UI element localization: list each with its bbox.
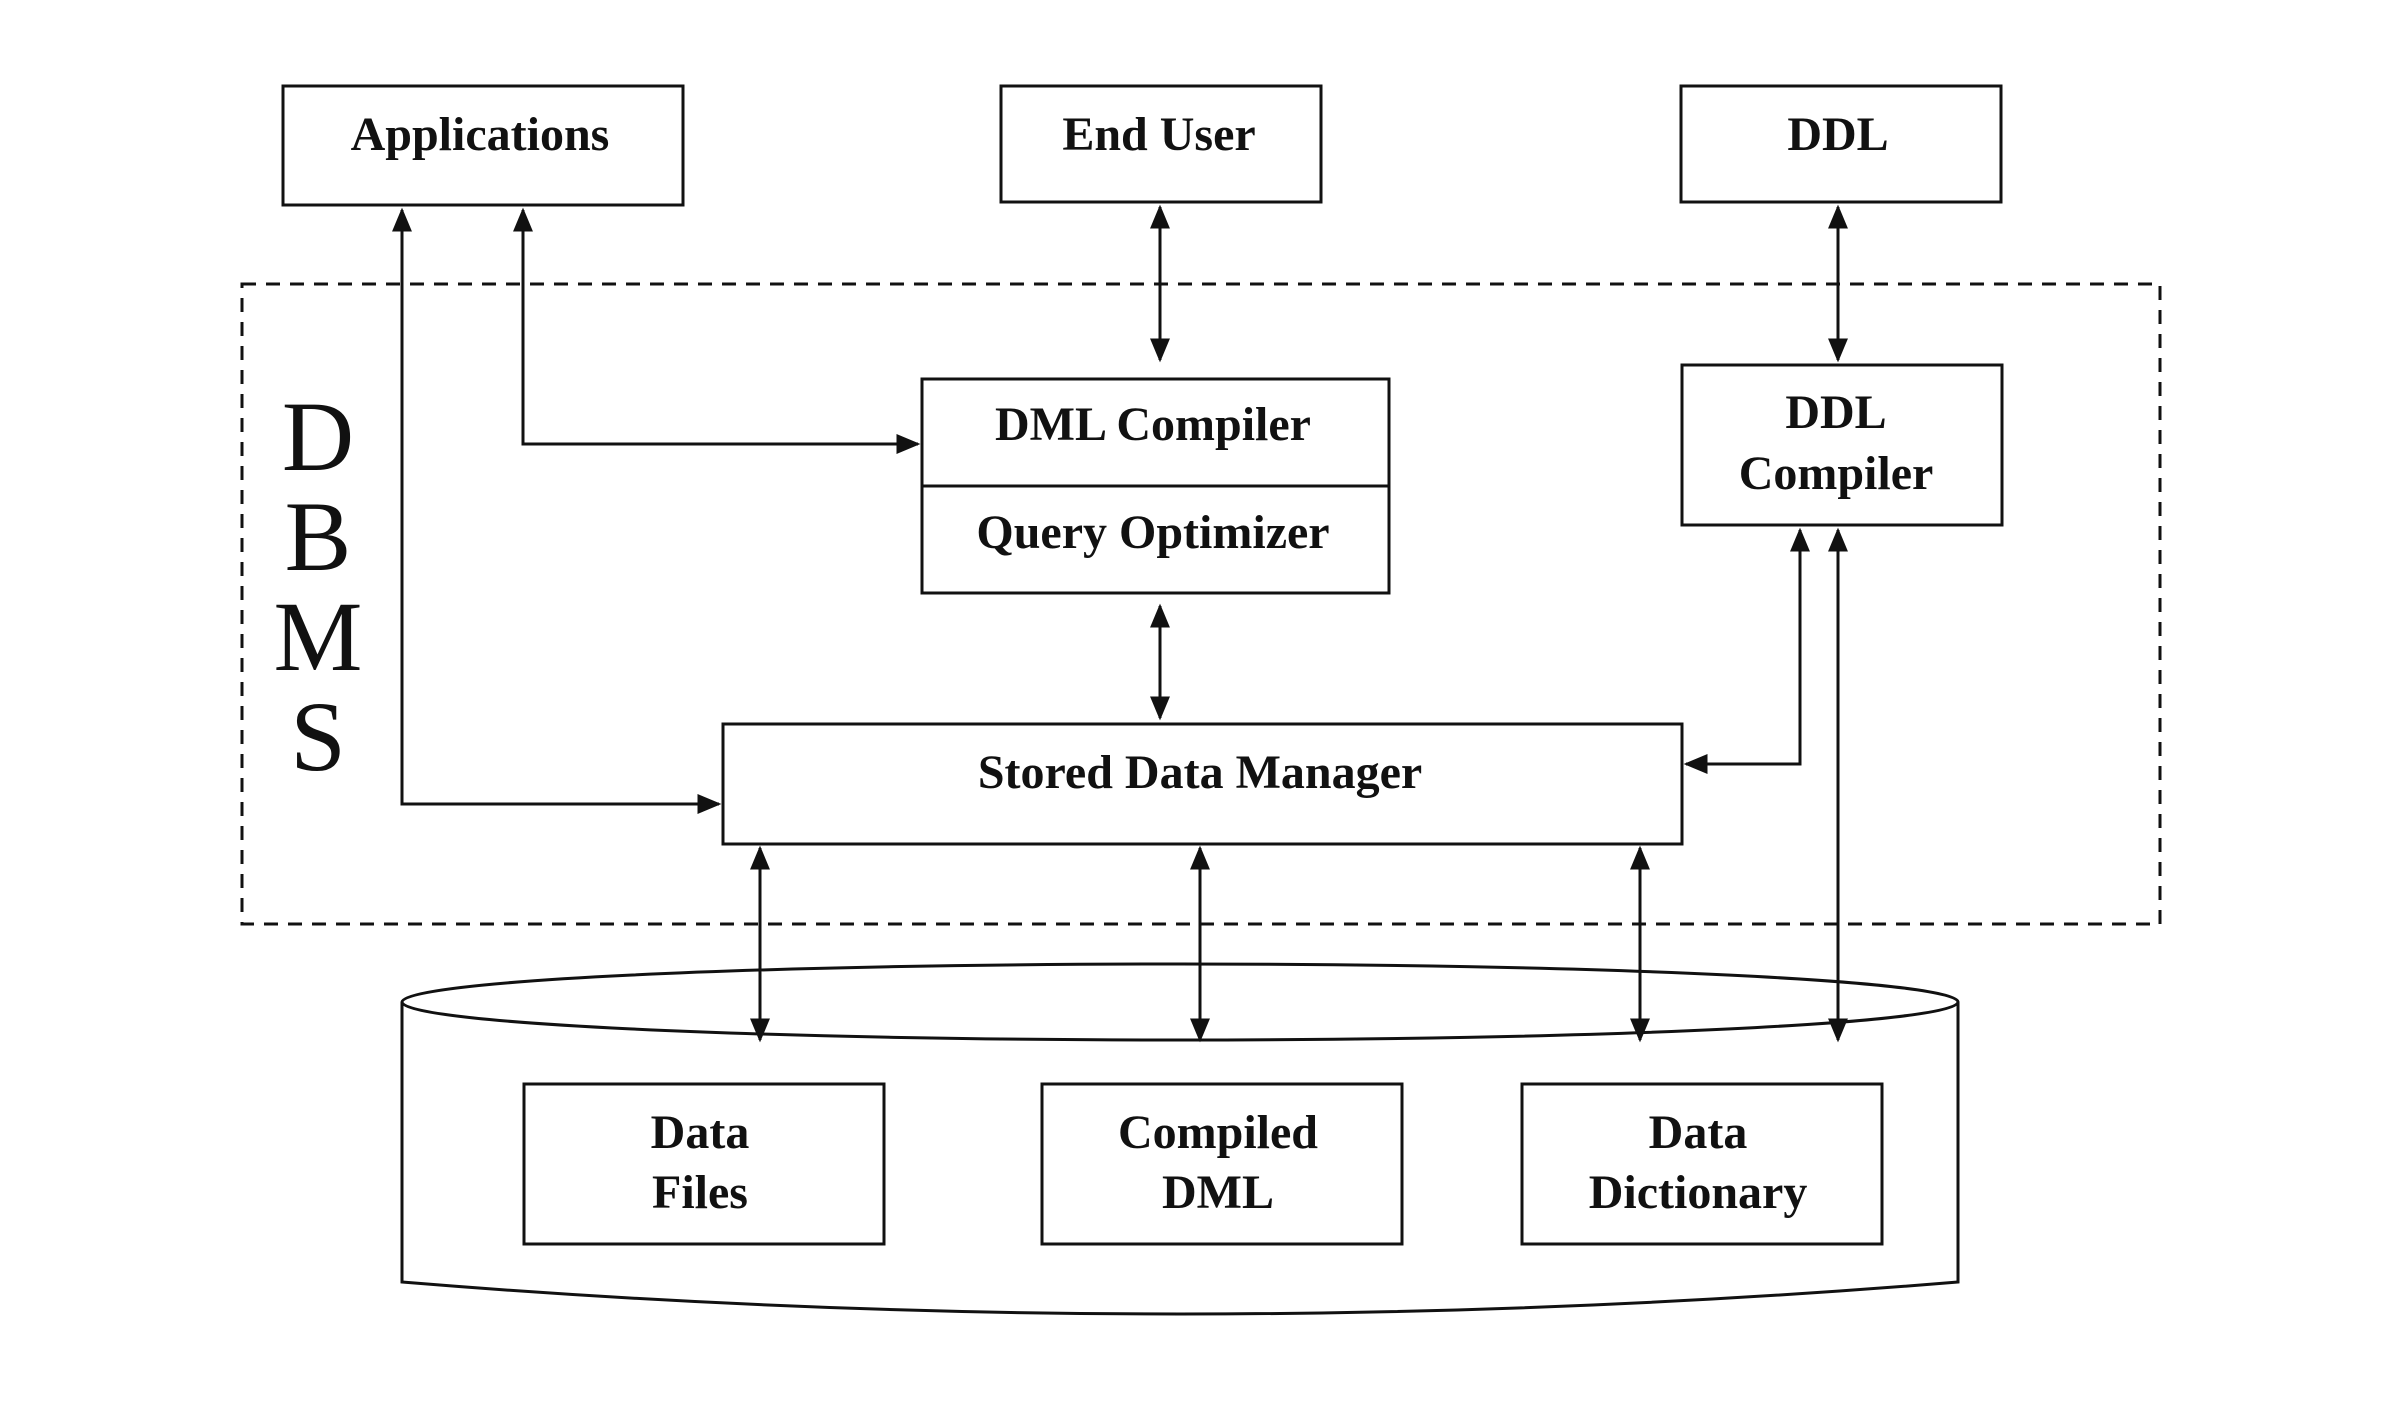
ddl-compiler-box: DDL Compiler xyxy=(1680,363,2004,527)
svg-text:DML: DML xyxy=(1162,1166,1274,1219)
svg-text:DDL: DDL xyxy=(1787,108,1888,161)
applications-to-dml-compiler-arrow xyxy=(513,207,921,454)
database-cylinder xyxy=(400,962,1960,1316)
svg-text:Compiled: Compiled xyxy=(1118,1106,1318,1159)
svg-text:Stored Data Manager: Stored Data Manager xyxy=(978,746,1422,799)
query-optimizer-label: Query Optimizer xyxy=(976,506,1329,559)
svg-text:Data: Data xyxy=(1649,1106,1748,1159)
dbms-letter-m: M xyxy=(274,581,363,692)
svg-text:Compiler: Compiler xyxy=(1739,447,1934,500)
applications-box: Applications xyxy=(281,84,685,207)
svg-text:Data: Data xyxy=(651,1106,750,1159)
svg-text:DML Compiler: DML Compiler xyxy=(995,398,1311,451)
dml-compiler-box: DML Compiler Query Optimizer xyxy=(920,377,1391,595)
svg-text:Files: Files xyxy=(652,1166,748,1219)
end-user-box: End User xyxy=(999,84,1323,204)
svg-text:DDL: DDL xyxy=(1785,386,1886,439)
stored-data-manager-box: Stored Data Manager xyxy=(721,722,1684,846)
data-dictionary-box: Data Dictionary xyxy=(1520,1082,1884,1246)
dbms-label: D B M S xyxy=(274,381,363,792)
ddl-compiler-to-stored-data-manager-arrow xyxy=(1683,527,1810,774)
data-files-box: Data Files xyxy=(522,1082,886,1246)
svg-text:Applications: Applications xyxy=(351,108,610,161)
svg-text:End User: End User xyxy=(1062,108,1255,161)
compiled-dml-box: Compiled DML xyxy=(1040,1082,1404,1246)
applications-to-stored-data-manager-arrow xyxy=(392,207,722,814)
ddl-box: DDL xyxy=(1679,84,2003,204)
svg-text:Dictionary: Dictionary xyxy=(1589,1166,1808,1219)
dbms-letter-s: S xyxy=(290,681,346,792)
dbms-letter-b: B xyxy=(285,481,352,592)
dbms-letter-d: D xyxy=(282,381,354,492)
